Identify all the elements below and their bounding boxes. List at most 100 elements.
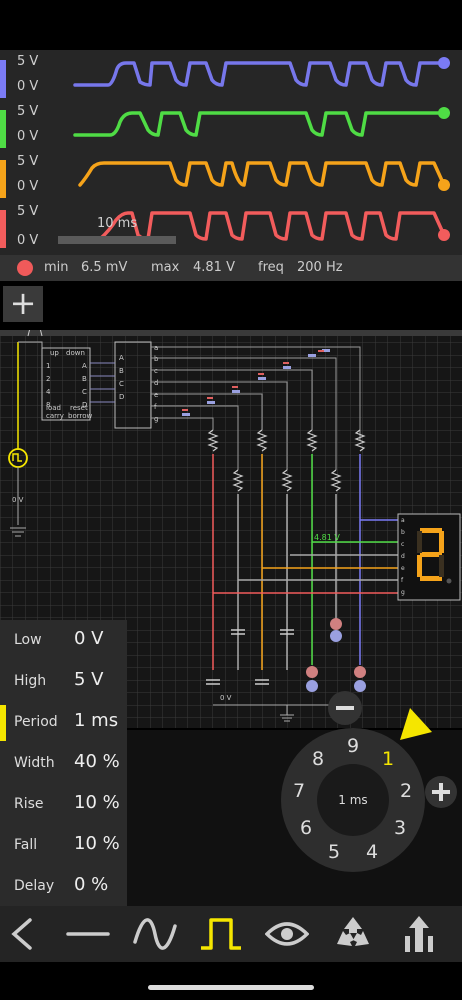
param-row-fall[interactable]: Fall 10 % — [0, 825, 127, 866]
dial-plus-button[interactable] — [425, 776, 457, 808]
upload-icon[interactable] — [397, 914, 441, 954]
counter-pin-d: D — [82, 401, 87, 409]
param-row-rise[interactable]: Rise 10 % — [0, 784, 127, 825]
sine-icon[interactable] — [133, 914, 177, 954]
dial-center-value: 1 ms — [338, 793, 367, 807]
dial-digit-7[interactable]: 7 — [293, 780, 305, 802]
param-row-width[interactable]: Width 40 % — [0, 743, 127, 784]
param-period-name: Period — [14, 714, 58, 730]
decoder-chip[interactable]: A B C D a b c d e f g — [114, 341, 159, 429]
waveform-traces — [73, 57, 450, 241]
channel-1-cursor[interactable] — [438, 57, 450, 69]
decoder-out-f: f — [154, 403, 157, 411]
dial-digit-3[interactable]: 3 — [394, 817, 406, 839]
dial-digit-9[interactable]: 9 — [347, 735, 359, 757]
channel-2-high-label: 5 V — [17, 104, 39, 119]
pulse-icon[interactable] — [199, 914, 243, 954]
counter-pin-b: B — [82, 375, 87, 383]
home-indicator[interactable] — [148, 985, 314, 990]
selected-indicator — [0, 705, 6, 741]
counter-pin-load: load — [46, 404, 61, 412]
channel-marker-blue — [0, 60, 6, 98]
bottom-toolbar — [0, 906, 462, 962]
counter-pin-a: A — [82, 362, 87, 370]
decoder-in-c: C — [119, 380, 124, 388]
display-pin-g: g — [401, 589, 405, 596]
pulse-source[interactable]: 0 V — [8, 342, 28, 537]
display-pin-c: c — [401, 541, 404, 548]
source-ground-label: 0 V — [12, 496, 24, 504]
channel-marker-red — [0, 210, 6, 248]
param-row-high[interactable]: High 5 V — [0, 661, 127, 702]
display-pin-f: f — [401, 577, 404, 584]
decoder-out-d: d — [154, 379, 158, 387]
dial-digit-2[interactable]: 2 — [400, 780, 412, 802]
timescale-bar[interactable] — [58, 236, 176, 244]
param-fall-value: 10 % — [74, 833, 120, 854]
timescale-label: 10 ms — [97, 216, 138, 231]
eye-icon[interactable] — [265, 914, 309, 954]
param-delay-name: Delay — [14, 878, 55, 894]
dial-minus-button[interactable] — [328, 691, 362, 725]
decoder-out-e: e — [154, 391, 158, 399]
param-delay-value: 0 % — [74, 874, 109, 895]
channel-3-cursor[interactable] — [438, 179, 450, 191]
param-row-period[interactable]: Period 1 ms — [0, 702, 127, 743]
decoder-in-a: A — [119, 354, 124, 362]
param-row-low[interactable]: Low 0 V — [0, 620, 127, 661]
param-low-name: Low — [14, 632, 42, 648]
param-high-value: 5 V — [74, 669, 104, 690]
dial-digit-5[interactable]: 5 — [328, 841, 340, 863]
wire-icon[interactable] — [66, 914, 110, 954]
counter-pin-8: 8 — [46, 401, 50, 409]
dial-digit-1[interactable]: 1 — [382, 748, 394, 770]
freq-label: freq — [258, 260, 284, 275]
recycle-icon[interactable] — [331, 914, 375, 954]
channel-2-low-label: 0 V — [17, 129, 39, 144]
display-pin-d: d — [401, 553, 405, 560]
back-icon[interactable] — [2, 914, 46, 954]
decoder-out-g: g — [154, 415, 158, 423]
bus-ground-label: 0 V — [220, 694, 232, 702]
counter-chip[interactable]: up down 1 2 4 8 A B C D load reset carry… — [41, 347, 92, 421]
capacitor-row — [206, 629, 294, 685]
min-value: 6.5 mV — [81, 260, 128, 275]
dial-digit-8[interactable]: 8 — [312, 748, 324, 770]
counter-pin-carry: carry — [46, 412, 64, 420]
display-pin-e: e — [401, 565, 405, 572]
channel-1-low-label: 0 V — [17, 79, 39, 94]
channel-3-high-label: 5 V — [17, 154, 39, 169]
channel-4-low-label: 0 V — [17, 233, 39, 248]
param-width-value: 40 % — [74, 751, 120, 772]
channel-marker-green — [0, 110, 6, 148]
channel-4-high-label: 5 V — [17, 204, 39, 219]
param-low-value: 0 V — [74, 628, 104, 649]
counter-pin-up: up — [50, 349, 59, 357]
channel-2-cursor[interactable] — [438, 107, 450, 119]
pulse-parameters-panel: Low 0 V High 5 V Period 1 ms Width 40 % … — [0, 620, 127, 906]
polarized-capacitors — [306, 618, 366, 692]
measurement-readout: min 6.5 mV max 4.81 V freq 200 Hz — [0, 255, 462, 281]
param-row-delay[interactable]: Delay 0 % — [0, 866, 127, 907]
param-period-value: 1 ms — [74, 710, 119, 731]
channel-3-low-label: 0 V — [17, 179, 39, 194]
display-pin-b: b — [401, 529, 405, 536]
add-scope-button[interactable]: + — [3, 286, 43, 322]
param-rise-value: 10 % — [74, 792, 120, 813]
freq-value: 200 Hz — [297, 260, 343, 275]
param-fall-name: Fall — [14, 837, 38, 853]
decoder-out-b: b — [154, 355, 159, 363]
dial-digit-6[interactable]: 6 — [300, 817, 312, 839]
probe-voltage-label: 4.81 V — [314, 533, 340, 542]
value-dial[interactable]: 1 ms 9 1 2 3 4 5 6 7 8 — [270, 690, 462, 906]
seven-segment-display[interactable]: a b c d e f g — [397, 513, 461, 601]
oscilloscope-panel[interactable]: 5 V 0 V 5 V 0 V 5 V 0 V 5 V 0 V — [0, 50, 462, 255]
channel-marker-orange — [0, 160, 6, 198]
counter-pin-down: down — [66, 349, 85, 357]
dial-digit-4[interactable]: 4 — [366, 841, 378, 863]
param-high-name: High — [14, 673, 47, 689]
channel-4-cursor[interactable] — [438, 229, 450, 241]
decoder-out-a: a — [154, 344, 158, 352]
counter-pin-4: 4 — [46, 388, 51, 396]
counter-pin-c: C — [82, 388, 87, 396]
